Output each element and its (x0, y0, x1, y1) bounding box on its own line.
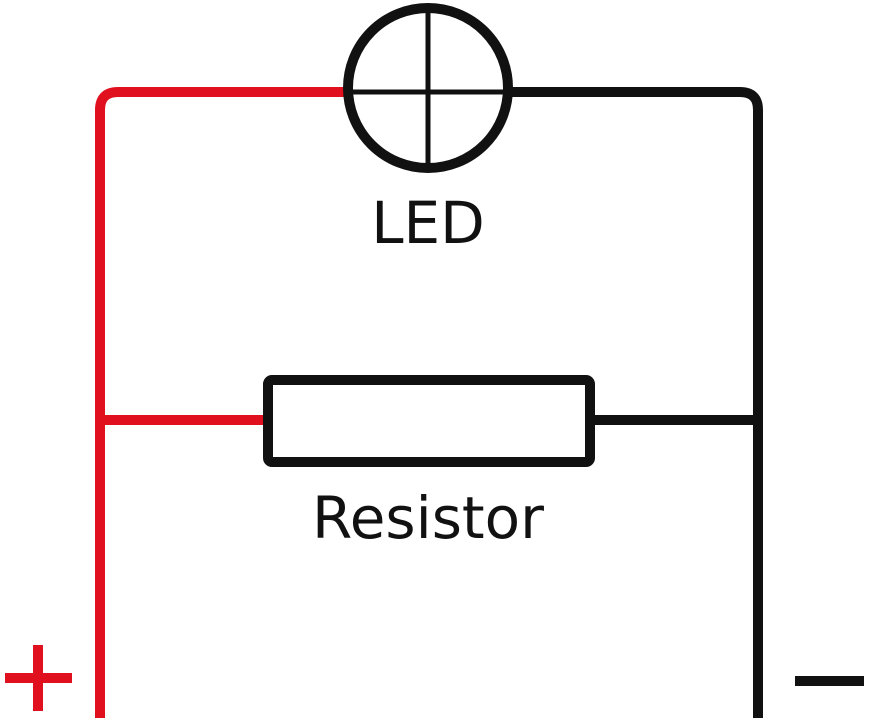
resistor-label: Resistor (312, 484, 544, 552)
led-label: LED (371, 189, 485, 257)
positive-wire (95, 87, 345, 718)
negative-wire (512, 87, 763, 718)
resistor-symbol (263, 375, 595, 467)
led-symbol (343, 3, 513, 173)
positive-terminal-icon (5, 645, 72, 711)
